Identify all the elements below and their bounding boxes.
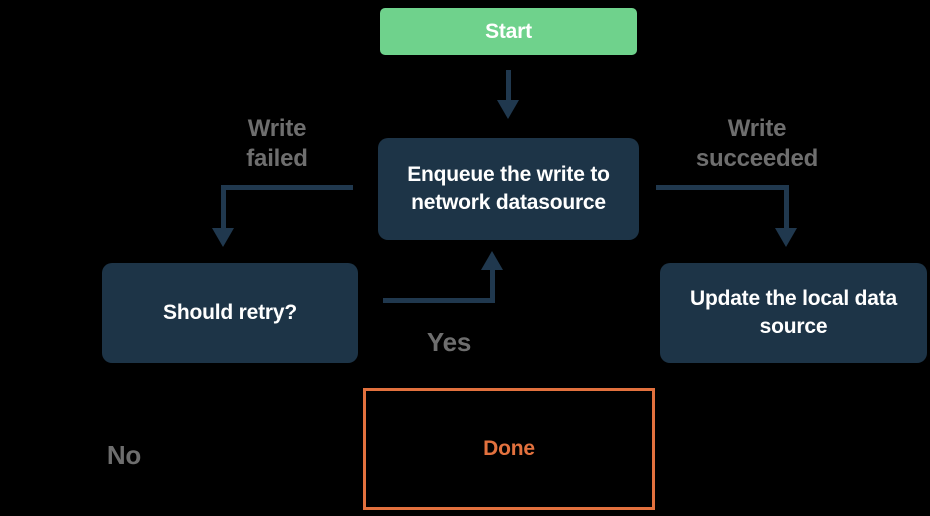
node-done: Done <box>363 388 655 510</box>
edge-label-no: No <box>106 440 142 470</box>
arrow-down-icon <box>497 100 519 119</box>
node-should-retry: Should retry? <box>102 263 358 363</box>
node-update-local: Update the local data source <box>660 263 927 363</box>
edge-enqueue-to-update-line-v <box>784 185 789 229</box>
node-start: Start <box>380 8 637 55</box>
edge-start-to-enqueue-line <box>506 70 511 101</box>
node-should-retry-label: Should retry? <box>163 301 297 324</box>
arrow-down-icon <box>212 228 234 247</box>
edge-enqueue-to-update-line-h <box>656 185 788 190</box>
node-update-local-label: Update the local data source <box>689 287 897 338</box>
edge-label-write-succeeded: Write succeeded <box>695 115 819 172</box>
edge-label-write-failed: Write failed <box>246 115 308 172</box>
arrow-down-icon <box>775 228 797 247</box>
arrow-up-icon <box>481 251 503 270</box>
edge-enqueue-to-retry-line-v <box>221 185 226 229</box>
node-start-label: Start <box>485 19 532 43</box>
node-enqueue-write: Enqueue the write to network datasource <box>378 138 639 240</box>
node-enqueue-write-label: Enqueue the write to network datasource <box>407 163 610 214</box>
node-done-label: Done <box>483 437 535 460</box>
edge-enqueue-to-retry-line-h <box>221 185 353 190</box>
edge-label-yes: Yes <box>426 327 472 357</box>
edge-retry-to-enqueue-line-h <box>383 298 495 303</box>
edge-retry-to-enqueue-line-v <box>490 269 495 300</box>
